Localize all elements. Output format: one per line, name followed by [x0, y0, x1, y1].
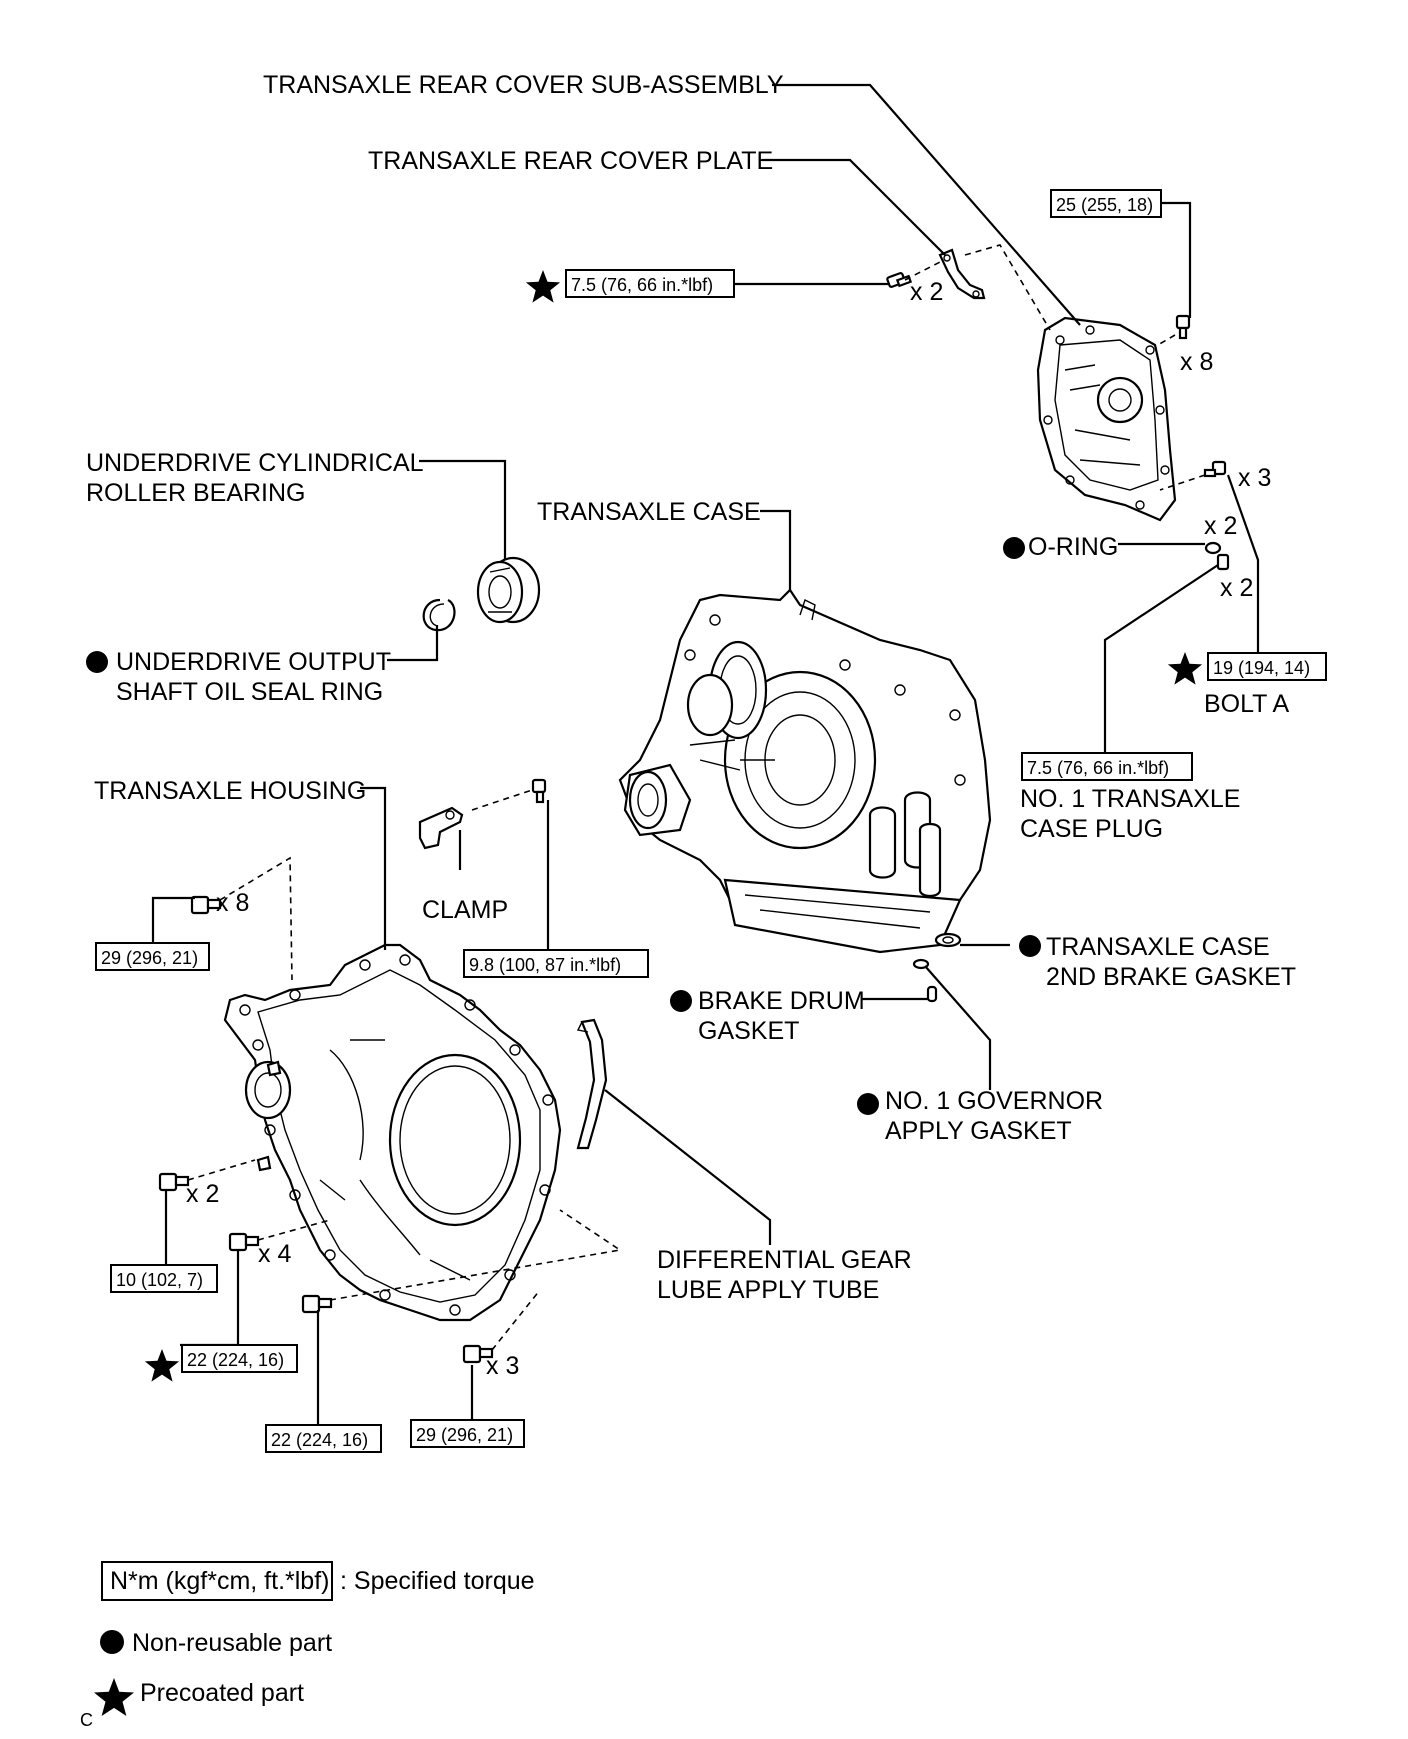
- label-roller-bearing-line1: UNDERDRIVE CYLINDRICAL: [86, 449, 424, 477]
- brake-drum-gasket-shape: [926, 985, 938, 1003]
- bolt-icon: [462, 1344, 494, 1364]
- label-rear-cover-sub-assembly: TRANSAXLE REAR COVER SUB-ASSEMBLY: [263, 71, 784, 99]
- qty-bolt-a: x 3: [1238, 464, 1271, 492]
- label-transaxle-case: TRANSAXLE CASE: [537, 498, 761, 526]
- label-brake-drum-gasket-line2: GASKET: [698, 1017, 799, 1045]
- label-rear-cover-plate: TRANSAXLE REAR COVER PLATE: [368, 147, 773, 175]
- label-case-plug-line2: CASE PLUG: [1020, 815, 1163, 843]
- label-brake-drum-gasket-line1: BRAKE DRUM: [698, 987, 865, 1015]
- bolt-icon: [531, 778, 547, 804]
- label-governor-gasket-line2: APPLY GASKET: [885, 1117, 1072, 1145]
- bolt-icon: [1175, 314, 1191, 340]
- transaxle-housing-drawing: [223, 943, 562, 1322]
- non-reusable-dot-icon: [1019, 935, 1041, 957]
- transaxle-case-drawing: [618, 588, 992, 954]
- bolt-icon: [1216, 553, 1230, 571]
- qty-rear-cover: x 8: [1180, 348, 1213, 376]
- bolt-icon: [886, 272, 913, 288]
- label-o-ring: O-RING: [1028, 533, 1118, 561]
- qty-housing-x3: x 3: [486, 1352, 519, 1380]
- legend-non-reusable-dot-icon: [100, 1630, 124, 1654]
- torque-housing-x3: 29 (296, 21): [416, 1425, 513, 1445]
- o-ring-shape: [1204, 541, 1222, 555]
- bolt-icon: [228, 1232, 260, 1252]
- legend-torque-desc: : Specified torque: [340, 1567, 535, 1595]
- label-roller-bearing-line2: ROLLER BEARING: [86, 479, 306, 507]
- bolt-icon: [1203, 460, 1227, 478]
- torque-housing-x4: 22 (224, 16): [187, 1350, 284, 1370]
- qty-housing-top: x 8: [216, 889, 249, 917]
- qty-housing-x2: x 2: [186, 1180, 219, 1208]
- legend-precoated-star-icon: [94, 1678, 134, 1716]
- torque-clamp-bolt: 9.8 (100, 87 in.*lbf): [469, 955, 621, 975]
- label-lube-tube-line1: DIFFERENTIAL GEAR: [657, 1246, 912, 1274]
- precoated-star-icon: [144, 1349, 180, 1382]
- quantity-labels: x 2 x 8 x 3 x 2 x 2 x 8 x 2 x 4 x 3: [186, 278, 1271, 1380]
- label-clamp: CLAMP: [422, 896, 508, 924]
- torque-cover-plate-bolts: 7.5 (76, 66 in.*lbf): [571, 275, 713, 295]
- torque-case-plug: 7.5 (76, 66 in.*lbf): [1027, 758, 1169, 778]
- lube-apply-tube-drawing: [576, 1018, 608, 1150]
- legend: N*m (kgf*cm, ft.*lbf) : Specified torque…: [80, 1561, 535, 1730]
- label-governor-gasket-line1: NO. 1 GOVERNOR: [885, 1087, 1103, 1115]
- dashed-assembly-lines: [187, 244, 1206, 1351]
- non-reusable-dot-icon: [86, 651, 108, 673]
- oil-seal-ring-drawing: [422, 598, 456, 632]
- label-2nd-brake-gasket-line1: TRANSAXLE CASE: [1046, 933, 1270, 961]
- label-transaxle-housing: TRANSAXLE HOUSING: [94, 777, 366, 805]
- qty-o-ring: x 2: [1204, 512, 1237, 540]
- torque-bolt-a: 19 (194, 14): [1213, 658, 1310, 678]
- torque-housing-single: 22 (224, 16): [271, 1430, 368, 1450]
- non-reusable-markers: [86, 537, 1041, 1115]
- legend-torque-unit: N*m (kgf*cm, ft.*lbf): [110, 1567, 329, 1595]
- torque-housing-x2: 10 (102, 7): [116, 1270, 203, 1290]
- legend-non-reusable: Non-reusable part: [132, 1629, 332, 1657]
- label-2nd-brake-gasket-line2: 2ND BRAKE GASKET: [1046, 963, 1296, 991]
- bolt-icons: [158, 272, 1230, 1364]
- precoated-markers: [144, 270, 1203, 1382]
- corner-mark: C: [80, 1710, 93, 1730]
- torque-housing-x8: 29 (296, 21): [101, 948, 198, 968]
- part-labels: TRANSAXLE REAR COVER SUB-ASSEMBLY TRANSA…: [86, 71, 1296, 1304]
- label-seal-ring-line1: UNDERDRIVE OUTPUT: [116, 648, 391, 676]
- bolt-icon: [158, 1172, 190, 1192]
- legend-precoated: Precoated part: [140, 1679, 304, 1707]
- precoated-star-icon: [525, 270, 561, 303]
- qty-cover-plate: x 2: [910, 278, 943, 306]
- non-reusable-dot-icon: [670, 990, 692, 1012]
- rear-cover-drawing: [1036, 316, 1177, 522]
- label-case-plug-line1: NO. 1 TRANSAXLE: [1020, 785, 1240, 813]
- precoated-star-icon: [1167, 652, 1203, 685]
- bolt-icon: [190, 895, 222, 915]
- small-seals-drawing: [912, 541, 1222, 1003]
- non-reusable-dot-icon: [1003, 537, 1025, 559]
- clamp-drawing: [418, 806, 464, 850]
- roller-bearing-drawing: [476, 556, 541, 624]
- label-lube-tube-line2: LUBE APPLY TUBE: [657, 1276, 879, 1304]
- label-seal-ring-line2: SHAFT OIL SEAL RING: [116, 678, 383, 706]
- governor-gasket-shape: [912, 958, 930, 970]
- rear-cover-plate-drawing: [938, 248, 986, 300]
- torque-specs: 25 (255, 18) 7.5 (76, 66 in.*lbf) 19 (19…: [95, 189, 1327, 1453]
- label-bolt-a: BOLT A: [1204, 690, 1290, 718]
- torque-rear-cover-bolts: 25 (255, 18): [1056, 195, 1153, 215]
- non-reusable-dot-icon: [857, 1093, 879, 1115]
- qty-housing-x4: x 4: [258, 1240, 291, 1268]
- second-brake-gasket-shape: [934, 932, 962, 948]
- qty-case-plug: x 2: [1220, 574, 1253, 602]
- bolt-icon: [301, 1294, 333, 1314]
